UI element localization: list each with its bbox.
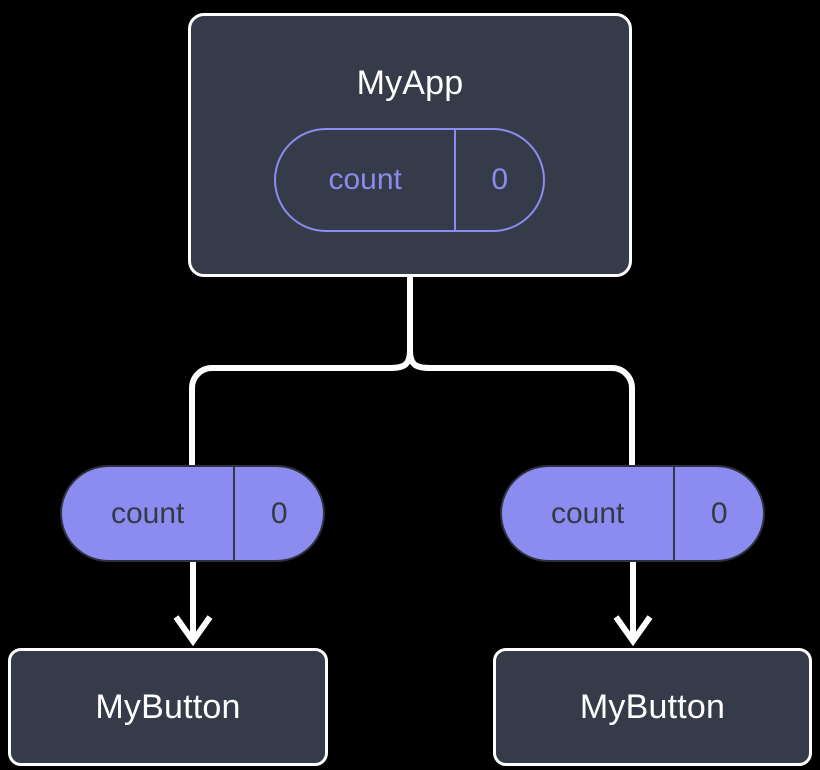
edge-fork-right	[407, 349, 635, 466]
component-label-mybutton-left: MyButton	[95, 688, 241, 726]
edge-arrow-left-head	[173, 615, 213, 647]
state-value-label: 0	[454, 130, 543, 230]
state-pill-count[interactable]: count 0	[274, 128, 545, 232]
props-value-label: 0	[673, 467, 763, 560]
component-node-mybutton-left[interactable]: MyButton	[8, 648, 328, 766]
state-key-label: count	[328, 163, 402, 196]
props-key-label: count	[550, 496, 625, 530]
props-pill-count-left[interactable]: count 0	[60, 465, 325, 562]
props-pill-count-right[interactable]: count 0	[500, 465, 765, 562]
component-label-myapp: MyApp	[356, 64, 464, 102]
props-key-label: count	[110, 496, 185, 530]
props-value-label: 0	[233, 467, 323, 560]
component-node-mybutton-right[interactable]: MyButton	[493, 648, 812, 766]
component-label-mybutton-right: MyButton	[579, 688, 726, 726]
edge-fork-left	[189, 349, 413, 466]
edge-arrow-right-head	[613, 615, 653, 647]
